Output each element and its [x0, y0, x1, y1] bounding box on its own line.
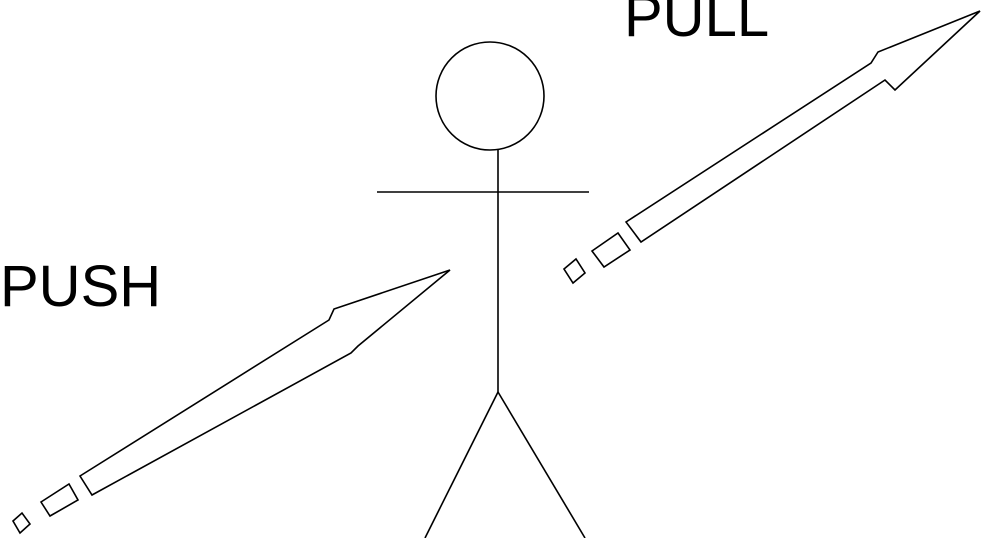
stick-figure [377, 42, 589, 538]
pull-label: PULL [624, 0, 769, 46]
figure-left-leg [425, 392, 498, 538]
figure-right-leg [498, 392, 585, 538]
pull-arrow-tail-block-1 [592, 233, 630, 267]
push-arrow-tail-block-2 [13, 513, 30, 533]
pull-arrow [564, 11, 980, 283]
push-label: PUSH [0, 258, 161, 316]
figure-head [436, 42, 544, 150]
pull-arrow-tail-block-2 [564, 259, 585, 283]
push-arrow-tail-block-1 [41, 484, 78, 516]
